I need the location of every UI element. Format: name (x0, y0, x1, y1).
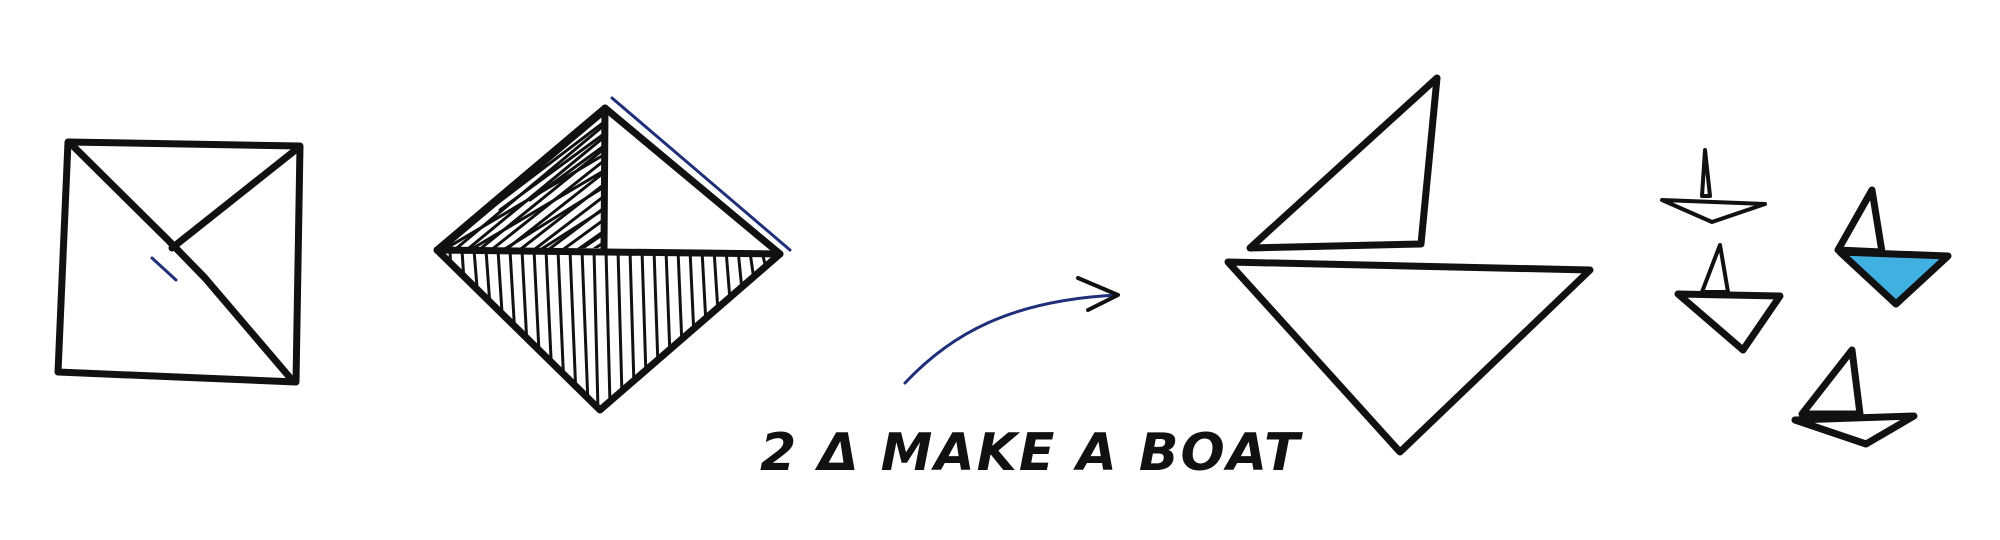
square-outline (54, 138, 304, 386)
small-boat-2-sail (1700, 243, 1730, 294)
small-boat-4-sail (1798, 346, 1864, 418)
small-boat-1-sail (1700, 148, 1712, 198)
arrow-head (1076, 276, 1120, 312)
small-boat-3-hull (1836, 248, 1952, 308)
boat-hull (1224, 258, 1594, 456)
stray-pen-mark (150, 256, 178, 282)
small-boat-2 (1674, 243, 1784, 354)
diamond-horizontal-fold (433, 246, 784, 258)
square-diagonal-short (168, 144, 302, 252)
diamond-pen-edge (610, 96, 792, 252)
small-boat-3-sail (1834, 186, 1886, 256)
arrow-curve (903, 293, 1120, 385)
boat-sail (1246, 74, 1441, 252)
boat-sail-and-hull (1224, 74, 1594, 456)
small-boat-3 (1834, 186, 1952, 308)
small-boats-group (1660, 148, 1952, 448)
diamond-shaded-triangles (433, 96, 792, 414)
small-boat-1 (1660, 148, 1767, 224)
square-diagonal-long (66, 139, 296, 384)
small-boat-4 (1791, 346, 1918, 448)
vertical-hatch-bottom (448, 250, 768, 410)
curved-arrow (903, 276, 1120, 385)
diamond-vertical-fold (600, 104, 609, 254)
square-with-diagonals (54, 138, 304, 386)
small-boat-2-hull (1674, 290, 1784, 354)
small-boat-4-hull (1791, 412, 1918, 448)
small-boat-3-water-fill (1844, 254, 1945, 302)
small-boat-1-hull (1660, 198, 1767, 224)
caption-label: 2 Δ MAKE A BOAT (760, 423, 1303, 483)
